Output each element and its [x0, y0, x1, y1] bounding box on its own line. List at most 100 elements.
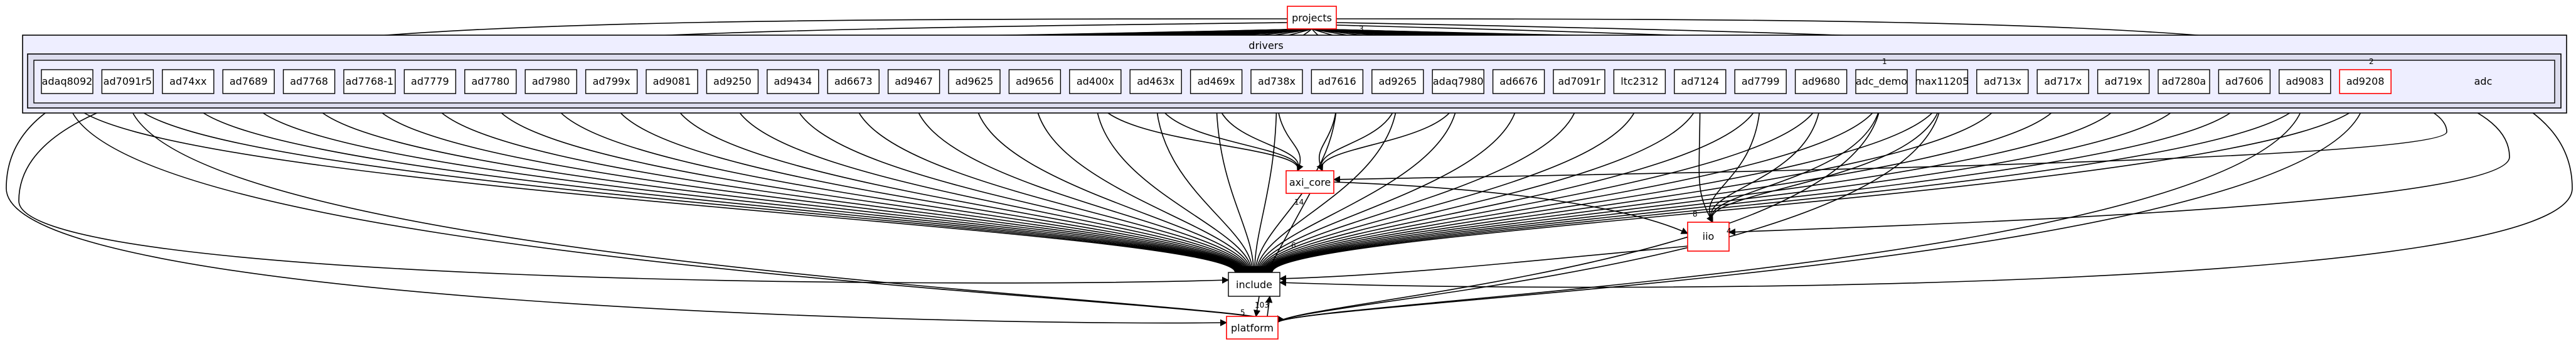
node-ad7980[interactable]: ad7980: [524, 69, 577, 94]
node-adc_demo[interactable]: adc_demo: [1855, 69, 1908, 94]
node-adaq7980[interactable]: adaq7980: [1432, 69, 1484, 94]
node-projects[interactable]: projects: [1287, 6, 1337, 30]
node-ad7768-box: [282, 69, 336, 94]
adc-cluster-label: adc: [2474, 75, 2493, 87]
node-ad7689[interactable]: ad7689: [222, 69, 275, 94]
node-ad717x-label: ad717x: [2044, 75, 2082, 87]
node-ad7768[interactable]: ad7768: [282, 69, 336, 94]
node-adaq7980-label: adaq7980: [1433, 75, 1484, 87]
node-ad9083-box: [2279, 69, 2331, 94]
node-ad9680-box: [1794, 69, 1848, 94]
node-ad799x[interactable]: ad799x: [585, 69, 638, 94]
edge-ad7980-include: [550, 93, 1247, 274]
edge-ad9250-include: [732, 93, 1250, 274]
edge-projects-platform: [6, 18, 1288, 326]
node-ad717x[interactable]: ad717x: [2036, 69, 2089, 94]
node-ad7780[interactable]: ad7780: [464, 69, 517, 94]
node-include[interactable]: include: [1228, 272, 1280, 297]
node-ad7280a[interactable]: ad7280a: [2158, 69, 2210, 94]
edge-ad7280a-include: [1265, 93, 2185, 274]
node-ad9656-box: [1008, 69, 1062, 94]
node-ad9250[interactable]: ad9250: [706, 69, 759, 94]
node-ad9625[interactable]: ad9625: [948, 69, 1001, 94]
node-ad463x[interactable]: ad463x: [1129, 69, 1182, 94]
node-ad9680[interactable]: ad9680: [1794, 69, 1848, 94]
node-ad7768-1[interactable]: ad7768-1: [343, 69, 396, 94]
edge-ad738x-include: [1251, 93, 1277, 274]
node-ad6676[interactable]: ad6676: [1492, 69, 1545, 94]
node-ad400x[interactable]: ad400x: [1069, 69, 1122, 94]
node-ad7689-box: [222, 69, 275, 94]
edge-projects-include-right: [1279, 18, 2573, 288]
node-ad7606[interactable]: ad7606: [2218, 69, 2271, 94]
node-ad713x[interactable]: ad713x: [1976, 69, 2029, 94]
node-ad9208-label: ad9208: [2346, 75, 2385, 87]
node-ad799x-label: ad799x: [593, 75, 631, 87]
edge-adaq8092-platform: [67, 93, 1284, 323]
node-ad9434-label: ad9434: [774, 75, 812, 87]
node-max11205-box: [1915, 69, 1969, 94]
edge-ad400x-include: [1095, 93, 1255, 274]
edge-ad7091r5-include: [127, 93, 1240, 274]
node-ad738x[interactable]: ad738x: [1250, 69, 1303, 94]
node-ad719x-label: ad719x: [2105, 75, 2142, 87]
node-ad7280a-label: ad7280a: [2162, 75, 2206, 87]
node-ad9081[interactable]: ad9081: [646, 69, 698, 94]
node-adc_demo-label: adc_demo: [1856, 75, 1907, 88]
node-ad9434-box: [767, 69, 819, 94]
node-ad6676-box: [1492, 69, 1545, 94]
node-ad9250-box: [706, 69, 759, 94]
node-adaq8092[interactable]: adaq8092: [41, 69, 93, 94]
edge-count-layer: 103 14 8 6 5 4 3 2 1: [1240, 24, 2374, 317]
node-ad9083-label: ad9083: [2286, 75, 2324, 87]
node-ad9625-label: ad9625: [955, 75, 994, 87]
node-ad7124[interactable]: ad7124: [1674, 69, 1727, 94]
node-ad7091r5[interactable]: ad7091r5: [101, 69, 154, 94]
node-ad7779-box: [403, 69, 457, 94]
edge-ad7091r5-platform: [127, 93, 1284, 323]
edge-ad9680-include: [1260, 93, 1822, 274]
node-ad7799[interactable]: ad7799: [1734, 69, 1787, 94]
edge-ltc2312-include: [1257, 93, 1641, 274]
edge-ad9656-include: [1034, 93, 1255, 274]
edge-count-5: 5: [1240, 308, 1245, 317]
edge-ad6673-include: [853, 93, 1252, 274]
edge-ad469x-include: [1215, 93, 1257, 274]
node-ad9208[interactable]: ad9208: [2339, 69, 2392, 94]
edge-ad463x-include: [1155, 93, 1257, 274]
node-ad7606-box: [2218, 69, 2271, 94]
node-ad9250-label: ad9250: [713, 75, 752, 87]
node-ad7091r5-box: [101, 69, 154, 94]
edge-adc_demo-iio: [1706, 93, 1882, 223]
node-ad9208-box: [2339, 69, 2392, 94]
node-axi-core-label: axi_core: [1289, 176, 1331, 189]
node-ad9656[interactable]: ad9656: [1008, 69, 1062, 94]
node-ad7616[interactable]: ad7616: [1311, 69, 1364, 94]
node-ad9434[interactable]: ad9434: [767, 69, 819, 94]
node-ad7779[interactable]: ad7779: [403, 69, 457, 94]
node-platform[interactable]: platform: [1226, 316, 1279, 340]
edge-ad7768-include: [308, 93, 1243, 274]
node-ad7616-box: [1311, 69, 1364, 94]
node-ad9265[interactable]: ad9265: [1371, 69, 1424, 94]
node-ad7980-label: ad7980: [532, 75, 570, 87]
node-ad719x[interactable]: ad719x: [2097, 69, 2150, 94]
node-ad7091r[interactable]: ad7091r: [1553, 69, 1605, 94]
node-ad9083[interactable]: ad9083: [2279, 69, 2331, 94]
node-max11205[interactable]: max11205: [1915, 69, 1969, 94]
node-ad738x-box: [1250, 69, 1303, 94]
node-ad469x[interactable]: ad469x: [1190, 69, 1243, 94]
node-iio[interactable]: iio: [1687, 222, 1730, 252]
node-ltc2312[interactable]: ltc2312: [1613, 69, 1666, 94]
node-axi-core[interactable]: axi_core: [1285, 170, 1334, 194]
edge-count-2: 2: [2369, 57, 2374, 66]
node-ad74xx[interactable]: ad74xx: [162, 69, 215, 94]
node-platform-label: platform: [1231, 322, 1274, 334]
node-ad7280a-box: [2158, 69, 2210, 94]
node-ad9467[interactable]: ad9467: [887, 69, 940, 94]
node-ad6673[interactable]: ad6673: [827, 69, 880, 94]
edge-count-103: 103: [1255, 301, 1269, 309]
node-ad9265-box: [1371, 69, 1424, 94]
node-ad7980-box: [524, 69, 577, 94]
